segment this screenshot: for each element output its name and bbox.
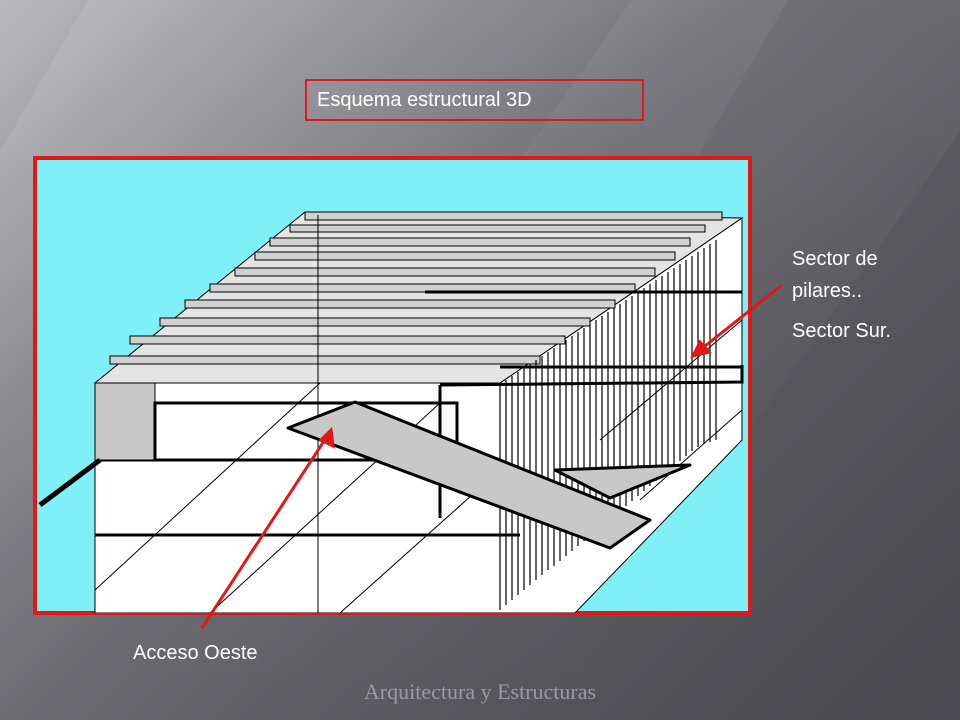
- access-ramp: [286, 400, 652, 550]
- ramp-landing: [553, 463, 692, 500]
- floor-lines: [95, 290, 744, 537]
- label-sector-pilares-line2: pilares..: [792, 280, 863, 302]
- arrow-sector-pilares: [690, 283, 783, 359]
- slide-title: Esquema estructural 3D: [305, 79, 644, 121]
- label-acceso-oeste: Acceso Oeste: [133, 642, 258, 664]
- label-sector-sur: Sector Sur.: [792, 320, 891, 342]
- access-frame: [153, 401, 459, 460]
- arrow-acceso-oeste: [200, 426, 335, 629]
- west-beam: [38, 458, 102, 507]
- roof-beams: [109, 211, 723, 365]
- building-drawing: [38, 211, 744, 613]
- slide-footer: Arquitectura y Estructuras: [363, 679, 597, 704]
- pilares: [499, 240, 717, 610]
- label-sector-pilares-line1: Sector de: [792, 248, 878, 270]
- west-wall: [94, 382, 156, 461]
